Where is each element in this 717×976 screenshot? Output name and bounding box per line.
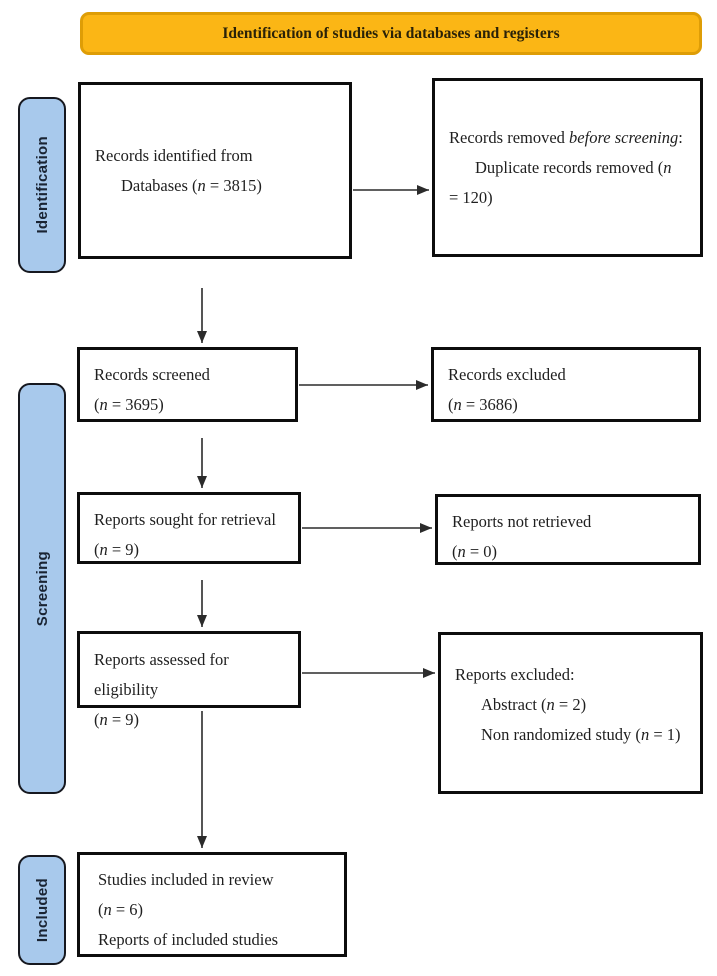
box-line: Reports not retrieved <box>452 512 592 531</box>
box-line: (n = 9) <box>94 710 140 729</box>
box-reports-assessed: Reports assessed for eligibility (n = 9) <box>77 631 301 729</box>
box-line: Abstract (n = 2) <box>481 695 587 714</box>
box-line: Studies included in review <box>98 870 274 889</box>
box-line: (n = 3686) <box>448 395 518 414</box>
box-line: (n = 3695) <box>94 395 164 414</box>
box-records-excluded: Records excluded (n = 3686) <box>431 347 701 422</box>
stage-label-included: Included <box>18 855 66 965</box>
banner-identification-via-databases: Identification of studies via databases … <box>80 12 702 55</box>
box-line: Non randomized study (n = 1) <box>481 725 681 744</box>
box-line: (n = 6) <box>98 900 144 919</box>
box-line: (n = 9) <box>94 540 140 559</box>
box-reports-not-retrieved: Reports not retrieved (n = 0) <box>435 494 701 565</box>
box-line: (n = 0) <box>452 542 498 561</box>
box-records-screened: Records screened (n = 3695) <box>77 347 298 422</box>
box-line: Records excluded <box>448 365 566 384</box>
box-records-removed: Records removed before screening: Duplic… <box>432 78 703 257</box>
box-line: Records removed before screening: <box>449 127 683 147</box>
stage-label-screening-text: Screening <box>33 550 51 627</box>
box-reports-excluded: Reports excluded: Abstract (n = 2) Non r… <box>438 632 703 794</box>
box-line: = 120) <box>449 187 493 207</box>
box-line: Reports of included studies <box>98 930 279 949</box>
box-line: Records screened <box>94 365 210 384</box>
stage-label-included-text: Included <box>33 877 51 943</box>
box-line: Reports assessed for eligibility <box>94 650 229 699</box>
stage-label-identification-text: Identification <box>33 136 51 234</box>
box-records-identified: Records identified from Databases (n = 3… <box>78 82 352 259</box>
stage-label-screening: Screening <box>18 383 66 794</box>
box-line: Reports sought for retrieval <box>94 510 276 529</box>
stage-label-identification: Identification <box>18 97 66 273</box>
box-line: Databases (n = 3815) <box>121 175 262 195</box>
box-line: Duplicate records removed (n <box>475 157 672 177</box>
banner-label: Identification of studies via databases … <box>222 24 560 42</box>
box-line: Reports excluded: <box>455 665 575 684</box>
box-reports-sought: Reports sought for retrieval (n = 9) <box>77 492 301 564</box>
box-line: Records identified from <box>95 145 253 165</box>
box-studies-included: Studies included in review (n = 6) Repor… <box>77 852 347 957</box>
